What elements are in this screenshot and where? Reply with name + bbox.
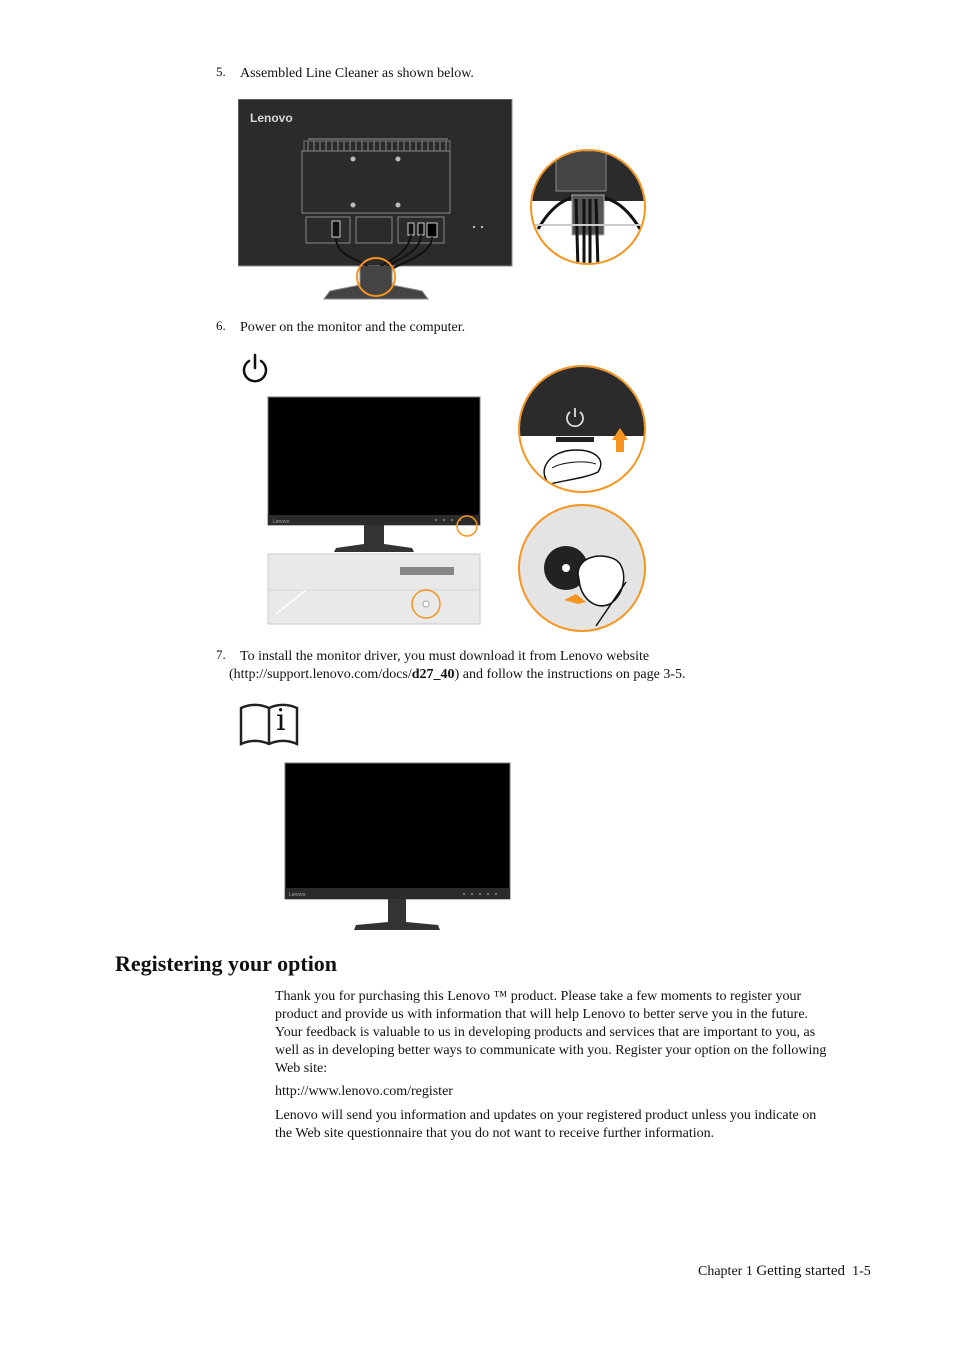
page-footer: Chapter 1 Getting started 1-5: [698, 1263, 871, 1280]
driver-model: d27_40: [411, 667, 455, 682]
info-book-icon: i: [238, 702, 300, 748]
register-url[interactable]: http://www.lenovo.com/register: [275, 1084, 453, 1099]
power-on-figure: Lenovo: [266, 364, 648, 634]
driver-url-suffix: ) and follow the instructions on page 3-…: [454, 667, 686, 682]
brand-label-back: Lenovo: [250, 111, 293, 125]
brand-label-front: Lenovo: [273, 519, 290, 525]
register-paragraph-2: Lenovo will send you information and upd…: [275, 1108, 817, 1141]
step-7-text-line2: (http://support.lenovo.com/docs/d27_40) …: [229, 667, 686, 683]
footer-chapter-title: Getting started: [756, 1263, 846, 1279]
section-title: Registering your option: [115, 951, 338, 976]
monitor-front-figure: Lenovo: [284, 762, 512, 934]
cable-cleaner-figure: Lenovo: [238, 99, 650, 305]
register-paragraph-1: Thank you for purchasing this Lenovo ™ p…: [275, 989, 827, 1076]
step-6-text: Power on the monitor and the computer.: [240, 320, 466, 335]
step-5-text: Assembled Line Cleaner as shown below.: [240, 66, 474, 81]
info-letter: i: [276, 703, 286, 738]
footer-page-number: 1-5: [852, 1264, 871, 1279]
step-5-number: 5.: [216, 64, 226, 79]
power-icon: [240, 352, 270, 386]
driver-url-prefix: (http://support.lenovo.com/docs/: [229, 667, 412, 682]
brand-label-monitor: Lenovo: [289, 892, 306, 898]
step-7-text-line1: To install the monitor driver, you must …: [240, 649, 650, 664]
step-7-number: 7.: [216, 647, 226, 662]
footer-chapter: Chapter 1: [698, 1264, 753, 1279]
step-6-number: 6.: [216, 318, 226, 333]
